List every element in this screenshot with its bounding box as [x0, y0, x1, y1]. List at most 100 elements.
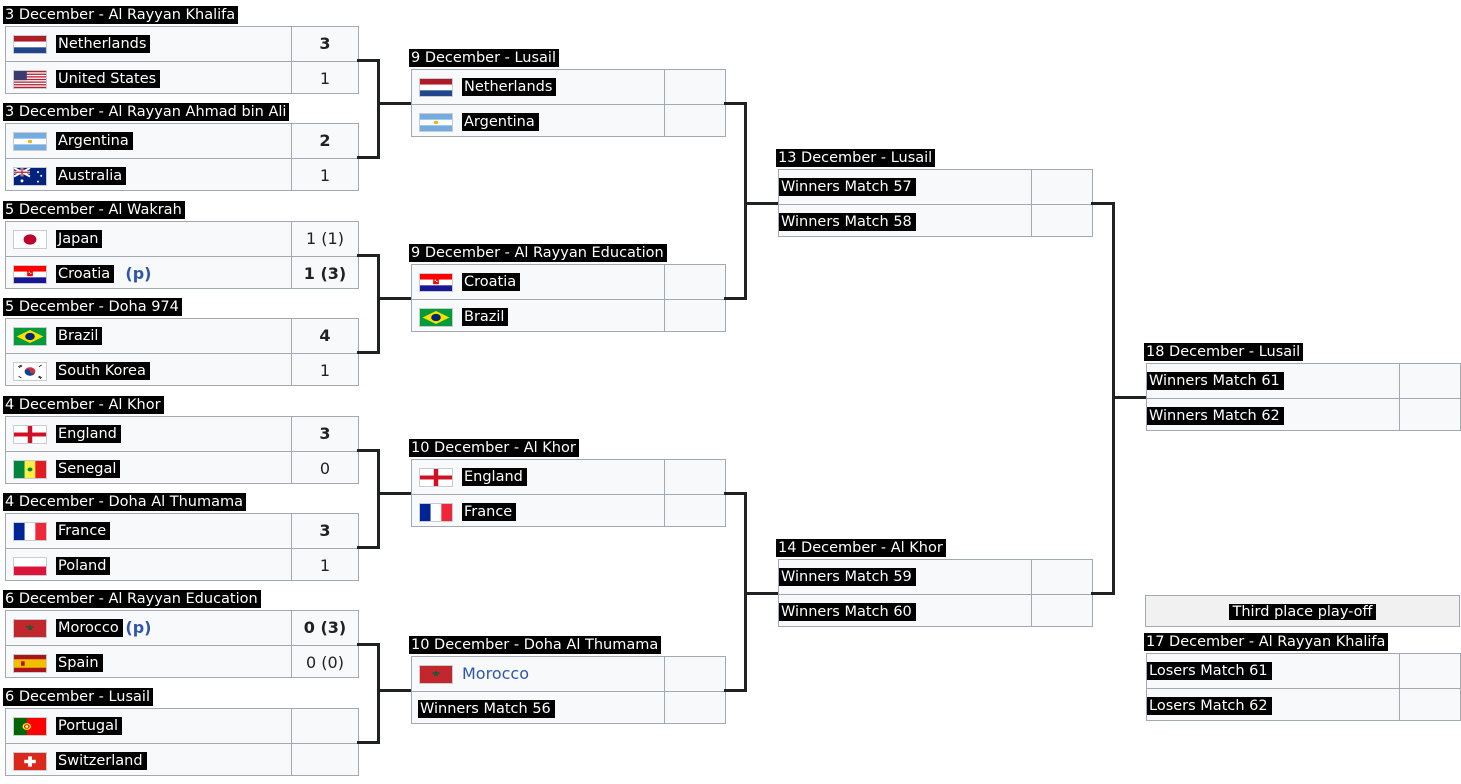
team-score [292, 744, 358, 777]
team-row: Winners Match 60 [779, 594, 1092, 628]
team-name[interactable]: Morocco [462, 657, 529, 690]
team-label: Winners Match 62 [1147, 407, 1284, 425]
team-label: Winners Match 56 [418, 700, 555, 718]
team-label: Morocco [56, 619, 123, 637]
japan-flag-icon [13, 230, 47, 249]
bracket-connector [378, 689, 411, 692]
score-column [1399, 364, 1460, 430]
match-date-venue: 5 December - Doha 974 [3, 298, 182, 316]
argentina-flag-icon [419, 113, 453, 132]
bracket-connector [744, 102, 747, 300]
england-flag-icon [13, 425, 47, 444]
team-label: Losers Match 62 [1147, 697, 1272, 715]
third-place-label: Third place play-off [1229, 604, 1376, 620]
france-flag-icon [13, 522, 47, 541]
team-row: Morocco(p)0 (3) [6, 611, 358, 644]
bracket-connector [357, 59, 378, 62]
team-score: 3 [319, 34, 331, 53]
team-row: Australia 1 [6, 158, 358, 192]
switzerland-flag-icon [13, 752, 47, 771]
score-column [1031, 170, 1092, 236]
team-row: England [412, 460, 725, 493]
team-label: Winners Match 59 [779, 568, 916, 586]
team-row: France [412, 494, 725, 528]
spain-flag-icon [13, 654, 47, 673]
england-flag-icon [419, 468, 453, 487]
team-label: South Korea [56, 362, 150, 380]
team-score: 3 [319, 521, 331, 540]
brazil-flag-icon [13, 327, 47, 346]
team-label: Winners Match 57 [779, 178, 916, 196]
bracket-connector [357, 254, 378, 257]
team-label: Brazil [462, 308, 509, 326]
score-column [664, 657, 725, 723]
score-column [291, 124, 358, 190]
france-flag-icon [419, 503, 453, 522]
bracket-connector [357, 643, 378, 646]
team-row: Winners Match 56 [412, 691, 725, 725]
team-row: Losers Match 61 [1147, 654, 1460, 687]
match-box: Winners Match 59 Winners Match 60 [778, 559, 1093, 627]
match-date-venue: 3 December - Al Rayyan Ahmad bin Ali [3, 103, 290, 121]
team-label: Switzerland [56, 752, 147, 770]
team-label: Netherlands [462, 78, 557, 96]
bracket-connector [724, 689, 745, 692]
bracket-connector [724, 492, 745, 495]
bracket-connector [357, 741, 378, 744]
team-label: Senegal [56, 460, 121, 478]
team-label: Japan [56, 230, 103, 248]
match-date-venue: 10 December - Al Khor [409, 439, 579, 457]
bracket-connector [357, 546, 378, 549]
match-date-venue: 6 December - Al Rayyan Education [3, 590, 261, 608]
bracket-connector [724, 102, 745, 105]
poland-flag-icon [13, 557, 47, 576]
match-date-venue: 3 December - Al Rayyan Khalifa [3, 6, 239, 24]
team-score: 1 (3) [303, 264, 347, 283]
team-label: England [462, 468, 527, 486]
portugal-flag-icon [13, 717, 47, 736]
usa-flag-icon [13, 70, 47, 89]
team-label: United States [56, 70, 161, 88]
team-score: 0 (3) [303, 618, 347, 637]
team-label: Argentina [462, 113, 539, 131]
team-score: 1 [319, 166, 331, 185]
team-score: 4 [319, 326, 331, 345]
team-label: Australia [56, 167, 127, 185]
team-label: Morocco [462, 664, 529, 683]
team-row: Croatia [412, 265, 725, 298]
score-column [664, 460, 725, 526]
match-date-venue: 9 December - Lusail [409, 49, 559, 67]
team-row: Winners Match 62 [1147, 398, 1460, 432]
team-label: England [56, 425, 121, 443]
match-date-venue: 4 December - Doha Al Thumama [3, 493, 247, 511]
bracket-connector [357, 156, 378, 159]
score-column [291, 27, 358, 93]
match-date-venue: 4 December - Al Khor [3, 396, 164, 414]
bracket-connector [1091, 202, 1113, 205]
match-date-venue: 5 December - Al Wakrah [3, 201, 185, 219]
match-date-venue: 9 December - Al Rayyan Education [409, 244, 667, 262]
team-row: Portugal [6, 709, 358, 742]
bracket-connector [377, 643, 380, 744]
team-score: 1 [319, 556, 331, 575]
team-label: Netherlands [56, 35, 151, 53]
team-label: Argentina [56, 132, 133, 150]
netherlands-flag-icon [419, 78, 453, 97]
team-row: Winners Match 61 [1147, 364, 1460, 397]
score-column [291, 709, 358, 775]
team-row: Switzerland [6, 743, 358, 777]
